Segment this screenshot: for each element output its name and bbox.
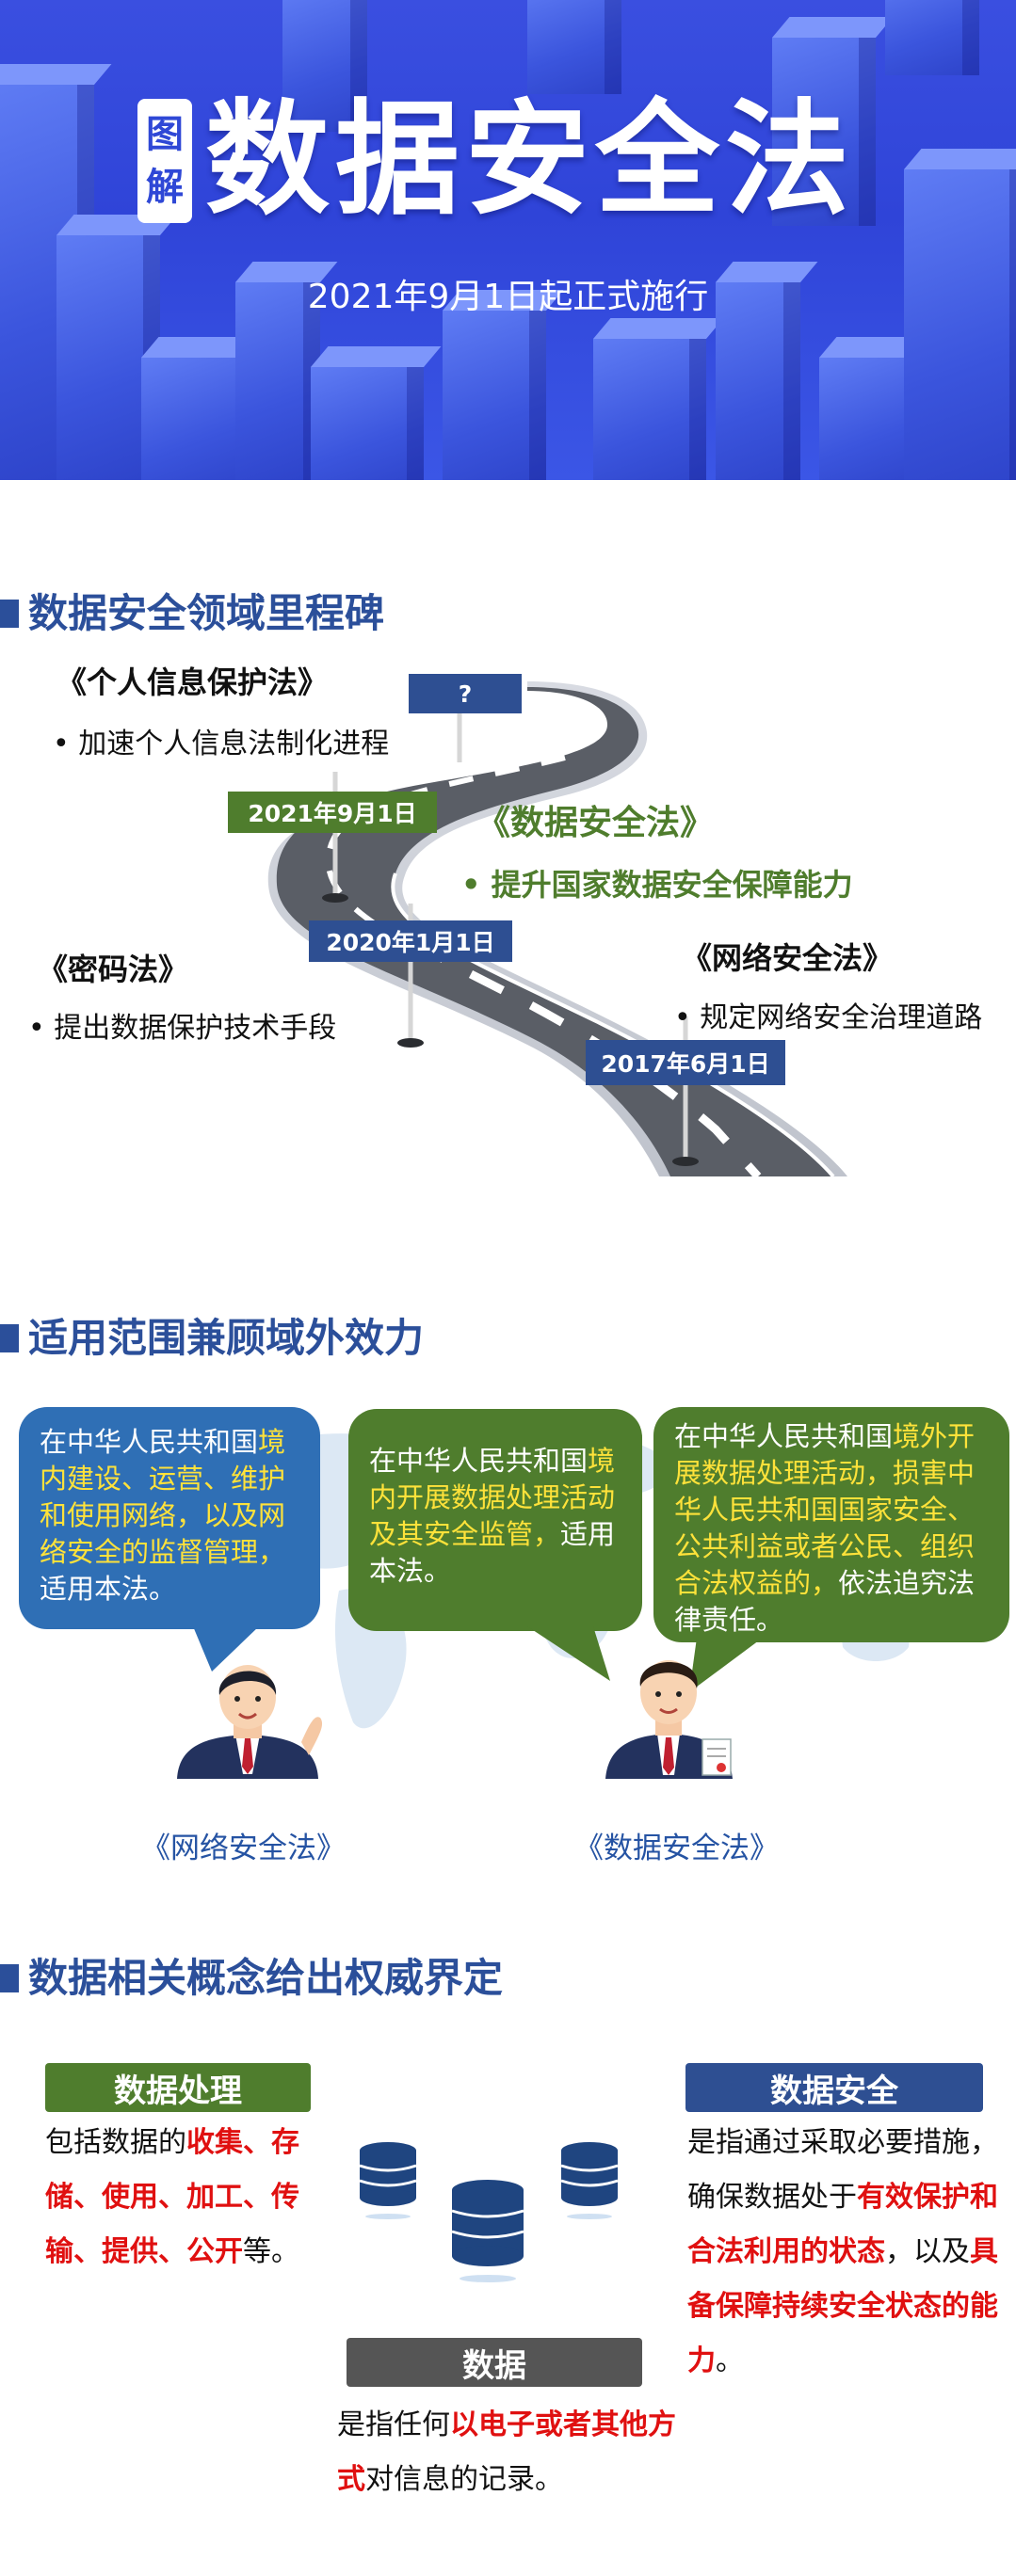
milestone-date-2017: 2017年6月1日 [586,1040,785,1085]
section-marker [0,600,19,628]
concept-highlight: 具备保障持续安全状态的能力 [687,2235,998,2377]
law-name-data-security: 《数据安全法》 [476,804,715,842]
caption-cybersecurity-law: 《网络安全法》 [141,1832,346,1865]
bubble-tail [527,1626,610,1681]
section-title-concepts: 数据相关概念给出权威界定 [28,1955,504,2001]
concept-text: 包括数据的 [45,2126,186,2159]
bubble-text: 适用本法。 [369,1518,616,1587]
man-avatar-icon [177,1665,323,1779]
scope-bubble-data-security-domestic: 在中华人民共和国境内开展数据处理活动及其安全监管，适用本法。 [348,1409,642,1631]
section-title-scope: 适用范围兼顾域外效力 [28,1315,425,1361]
bubble-text: 在中华人民共和国 [674,1420,894,1452]
scope-bubble-cybersecurity: 在中华人民共和国境内建设、运营、维护和使用网络，以及网络安全的监督管理， 适用本法… [19,1407,320,1629]
concept-text-processing: 包括数据的收集、存储、使用、加工、传输、提供、公开等。 [45,2116,328,2280]
law-name-personal-info: 《个人信息保护法》 [56,664,329,700]
bubble-text: 在中华人民共和国 [40,1426,259,1458]
concept-text: ，以及 [885,2235,970,2268]
page-title: 数据安全法 [205,88,855,232]
database-icon [359,2142,619,2282]
milestone-unknown-tag: ? [409,674,522,713]
milestone-date-2021: 2021年9月1日 [228,792,437,833]
section-title-milestones: 数据安全领域里程碑 [28,590,385,636]
section-marker [0,1964,19,1992]
title-badge: 图 解 [137,99,192,223]
section-marker [0,1324,19,1352]
bubble-highlight: 境内建设、运营、维护和使用网络，以及网络安全的监督管理， [40,1426,286,1568]
man-avatar-icon [605,1660,733,1779]
header-banner: 图 解 数据安全法 2021年9月1日起正式施行 [0,0,1016,480]
caption-data-security-law: 《数据安全法》 [574,1832,779,1865]
concept-text: 等。 [243,2235,299,2268]
concept-text-data: 是指任何以电子或者其他方式对信息的记录。 [337,2398,695,2507]
concept-highlight: 有效保护和合法利用的状态 [687,2181,998,2268]
page-subtitle: 2021年9月1日起正式施行 [307,278,709,316]
law-desc-cryptography: • 提出数据保护技术手段 [28,1012,337,1045]
bubble-text: 在中华人民共和国 [369,1445,589,1477]
concept-text: 是指任何 [337,2408,450,2441]
concept-tag-processing: 数据处理 [45,2063,311,2112]
bubble-text: 适用本法。 [40,1573,177,1605]
law-desc-cybersecurity: • 规定网络安全治理道路 [674,1001,983,1034]
bubble-highlight: 境外开展数据处理活动，损害中华人民共和国国家安全、公共利益或者公民、组织合法权益… [674,1420,976,1599]
milestone-date-2020: 2020年1月1日 [309,920,512,962]
bubble-tail [193,1626,259,1672]
concept-highlight: 以电子或者其他方式 [337,2408,676,2496]
law-desc-personal-info: • 加速个人信息法制化进程 [53,728,390,760]
concept-tag-data: 数据 [347,2338,642,2387]
badge-char: 图 [146,113,184,156]
concept-highlight: 收集、存储、使用、加工、传输、提供、公开 [45,2126,299,2268]
scope-bubble-data-security-overseas: 在中华人民共和国境外开展数据处理活动，损害中华人民共和国国家安全、公共利益或者公… [653,1407,1009,1642]
law-name-cryptography: 《密码法》 [38,952,189,987]
concept-text-security: 是指通过采取必要措施，确保数据处于有效保护和合法利用的状态，以及具备保障持续安全… [687,2116,1012,2389]
bubble-highlight: 境内开展数据处理活动及其安全监管， [369,1445,616,1550]
bubble-tail [689,1638,763,1692]
law-name-cybersecurity: 《网络安全法》 [682,940,894,976]
law-desc-data-security: • 提升国家数据安全保障能力 [461,867,853,903]
concept-text: 。 [716,2344,744,2377]
concept-tag-security: 数据安全 [685,2063,983,2112]
bubble-text: 依法追究法律责任。 [674,1567,976,1636]
badge-char: 解 [146,166,184,209]
concept-text: 是指通过采取必要措施，确保数据处于 [687,2126,998,2214]
concept-text: 对信息的记录。 [365,2463,563,2496]
